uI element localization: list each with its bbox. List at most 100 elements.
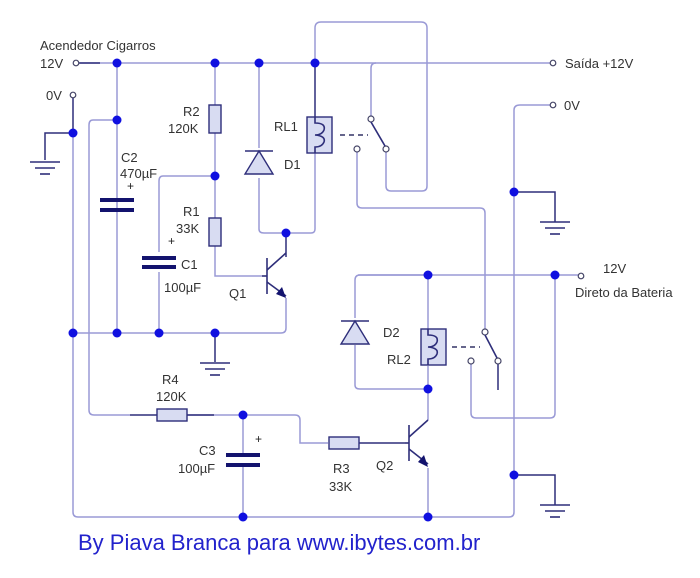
- terminal-label-output-12v: Saída +12V: [565, 56, 634, 71]
- wire-rl1-common: [370, 62, 377, 118]
- capacitor-c3-ref: C3: [199, 443, 216, 458]
- capacitor-c3-polarity: +: [255, 432, 262, 446]
- terminal-label-output-0v: 0V: [564, 98, 580, 113]
- resistor-r2-ref: R2: [183, 104, 200, 119]
- wire-0v-left-bus: [72, 133, 428, 518]
- capacitor-c3: + C3 100µF: [178, 432, 262, 476]
- capacitor-c2: C2 470µF +: [100, 150, 157, 212]
- terminal-connector: [69, 91, 77, 99]
- capacitor-c1-polarity: +: [168, 234, 175, 248]
- capacitor-c2-polarity: +: [127, 179, 134, 193]
- junction-node: [238, 410, 248, 420]
- wire-r1-base: [214, 245, 262, 277]
- wire-r4-feed: [88, 119, 130, 416]
- resistor-r3-value: 33K: [329, 479, 352, 494]
- junction-node: [509, 470, 519, 480]
- terminal-label-battery-12v: 12V: [603, 261, 626, 276]
- relay-coil-winding: [427, 329, 439, 365]
- relay-switch-arm: [484, 334, 498, 359]
- resistor-r4-value: 120K: [156, 389, 187, 404]
- transistor-emitter-arrow: [418, 455, 428, 467]
- diode-d1-ref: D1: [284, 157, 301, 172]
- capacitor-c1: + C1 100µF: [142, 234, 201, 295]
- junction-node: [254, 58, 264, 68]
- relay-contact-common: [481, 328, 489, 336]
- wire-0v-out: [428, 104, 550, 518]
- wire-gnd-right-2: [514, 474, 556, 505]
- resistor-r1-ref: R1: [183, 204, 200, 219]
- resistor-body: [208, 104, 222, 134]
- relay-rl2: RL2: [387, 328, 502, 367]
- resistor-body: [328, 436, 360, 450]
- capacitor-c2-ref: C2: [121, 150, 138, 165]
- junction-node: [281, 228, 291, 238]
- capacitor-c3-value: 100µF: [178, 461, 215, 476]
- wire-c1-top: [158, 175, 215, 252]
- diode-body: [243, 149, 275, 175]
- terminal-connector: [549, 101, 557, 109]
- terminal-label-battery-description: Direto da Bateria: [575, 285, 673, 300]
- wire-gnd-bus-1: [73, 298, 287, 334]
- wire-rl1-nc: [356, 150, 486, 330]
- relay-coil-winding: [314, 117, 326, 153]
- transistor-q1: Q1: [229, 252, 287, 301]
- junction-node: [423, 512, 433, 522]
- relay-contact-common: [367, 115, 375, 123]
- terminal-connector: [549, 59, 557, 67]
- junction-node: [112, 328, 122, 338]
- diode-d2-ref: D2: [383, 325, 400, 340]
- wire-d2-bottom: [354, 345, 428, 390]
- relay-contact-no: [382, 145, 390, 153]
- diode-body: [339, 319, 371, 345]
- relay-rl2-ref: RL2: [387, 352, 411, 367]
- transistor-q2: Q2: [376, 419, 429, 473]
- transistor-collector: [266, 252, 287, 271]
- terminal-input-12v: 12V: [40, 56, 80, 71]
- resistor-r1-value: 33K: [176, 221, 199, 236]
- junction-node: [550, 270, 560, 280]
- wire-rl1-loop: [314, 21, 428, 192]
- terminal-output-12v: Saída +12V: [549, 56, 634, 71]
- capacitor-c2-value: 470µF: [120, 166, 157, 181]
- resistor-body: [156, 408, 188, 422]
- junction-node: [68, 328, 78, 338]
- resistor-r3: R3 33K: [328, 436, 360, 494]
- relay-switch-arm: [370, 121, 386, 147]
- resistor-r1: R1 33K: [176, 204, 222, 247]
- junction-node: [210, 171, 220, 181]
- resistor-r4: R4 120K: [130, 372, 214, 422]
- capacitor-c1-ref: C1: [181, 257, 198, 272]
- relay-rl1-ref: RL1: [274, 119, 298, 134]
- diode-d1: D1: [243, 149, 301, 175]
- junction-node: [154, 328, 164, 338]
- junction-node: [68, 128, 78, 138]
- wire-d2-loop: [354, 274, 428, 318]
- relay-rl1: RL1: [274, 115, 390, 154]
- junction-node: [112, 58, 122, 68]
- input-title-label: Acendedor Cigarros: [40, 38, 156, 53]
- terminal-label-input-0v: 0V: [46, 88, 62, 103]
- wire-rl2-nc-loop: [470, 275, 556, 419]
- junction-node: [423, 270, 433, 280]
- terminal-output-0v: 0V: [549, 98, 580, 113]
- terminal-input-0v: 0V: [46, 88, 77, 103]
- ground-symbol-right-upper: [540, 221, 570, 235]
- author-caption: By Piava Branca para www.ibytes.com.br: [78, 530, 480, 555]
- transistor-q1-ref: Q1: [229, 286, 246, 301]
- relay-coil: [420, 328, 447, 366]
- resistor-r4-ref: R4: [162, 372, 179, 387]
- transistor-emitter-arrow: [276, 287, 286, 298]
- ground-symbol-right-lower: [540, 504, 570, 518]
- junction-node: [509, 187, 519, 197]
- terminal-connector: [577, 272, 585, 280]
- ground-symbol-left: [30, 161, 60, 175]
- relay-contact-nc: [467, 357, 475, 365]
- resistor-r3-ref: R3: [333, 461, 350, 476]
- wire-r4-c3: [158, 414, 328, 444]
- junction-node: [310, 58, 320, 68]
- diode-d2: D2: [339, 319, 400, 345]
- relay-contact-no: [494, 357, 502, 365]
- junction-node: [210, 58, 220, 68]
- relay-contact-nc: [353, 145, 361, 153]
